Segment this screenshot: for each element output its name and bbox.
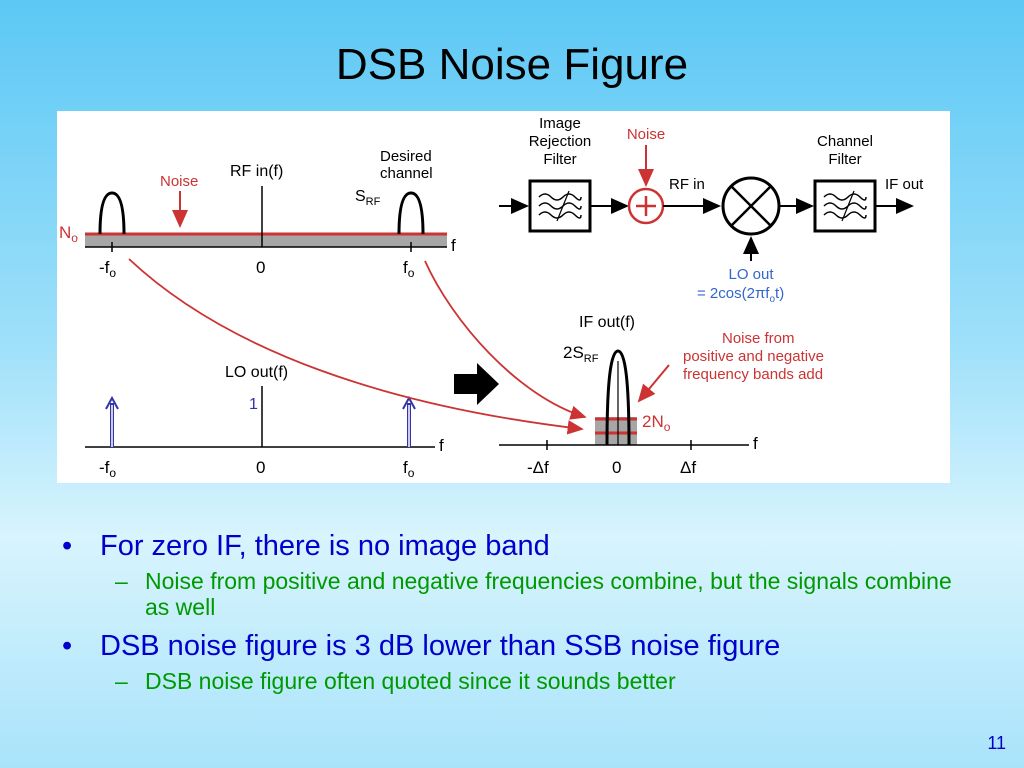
bullet-1: •For zero IF, there is no image band	[62, 530, 550, 562]
image-filter-label-1: Image	[539, 115, 581, 132]
noise-summer	[627, 187, 665, 225]
result-arrow	[454, 363, 499, 405]
rf-noise-label: Noise	[160, 173, 198, 190]
bullet-1-text: For zero IF, there is no image band	[100, 530, 550, 562]
no-label: No	[59, 223, 78, 245]
image-rejection-filter	[528, 179, 592, 233]
sub-bullet-1: –Noise from positive and negative freque…	[115, 568, 952, 620]
bullet-2: •DSB noise figure is 3 dB lower than SSB…	[62, 630, 781, 662]
block-rf-in-label: RF in	[669, 176, 705, 193]
channel-filter	[813, 179, 877, 233]
lo-spectrum: f LO out(f) 1 -fo 0 fo	[85, 364, 444, 480]
image-filter-label-3: Filter	[543, 151, 576, 168]
mapping-arrow-image	[128, 258, 584, 435]
block-if-out-label: IF out	[885, 176, 924, 193]
noise-floor-band	[85, 233, 447, 247]
lo-impulse-pos	[402, 395, 416, 447]
rf-axis-f: f	[451, 236, 456, 255]
lo-tick-fo: fo	[403, 458, 415, 480]
if-note-arrow	[637, 364, 670, 403]
figure-panel: f RF in(f) Noise Desired channel SRF No …	[57, 111, 950, 483]
lo-impulse-neg	[105, 395, 119, 447]
sub-bullet-1-text: Noise from positive and negative frequen…	[145, 568, 952, 620]
channel-filter-label-2: Filter	[828, 151, 861, 168]
if-noise-band	[595, 417, 637, 445]
if-tick-neg-df: -Δf	[527, 458, 549, 477]
bullet-list: •For zero IF, there is no image band –No…	[60, 528, 960, 702]
lo-axis-f: f	[439, 436, 444, 455]
if-signal-hump	[605, 349, 631, 446]
if-tick-df: Δf	[680, 458, 696, 477]
rf-tick-zero: 0	[256, 258, 265, 277]
bullet-2-text: DSB noise figure is 3 dB lower than SSB …	[100, 630, 781, 662]
image-filter-label-2: Rejection	[529, 133, 592, 150]
desired-channel-hump	[397, 191, 425, 235]
if-note-2: positive and negative	[683, 348, 824, 365]
desired-label-2: channel	[380, 165, 433, 182]
rf-in-label: RF in(f)	[230, 163, 283, 180]
if-note-3: frequency bands add	[683, 366, 823, 383]
desired-label-1: Desired	[380, 148, 432, 165]
sub-bullet-2: –DSB noise figure often quoted since it …	[115, 668, 676, 694]
rf-tick-fo: fo	[403, 258, 415, 280]
mapping-arrow-desired	[424, 260, 587, 420]
lo-tick-neg-fo: -fo	[99, 458, 116, 480]
channel-filter-label-1: Channel	[817, 133, 873, 150]
if-tick-zero: 0	[612, 458, 621, 477]
srf-label: SRF	[355, 188, 381, 208]
lo-one-label: 1	[249, 396, 258, 413]
lo-tick-zero: 0	[256, 458, 265, 477]
lo-out-label: LO out(f)	[225, 364, 288, 381]
lo-out-text-1: LO out	[728, 266, 774, 283]
rf-tick-neg-fo: -fo	[99, 258, 116, 280]
page-number: 11	[987, 733, 1006, 753]
rf-spectrum: f RF in(f) Noise Desired channel SRF No …	[59, 148, 456, 280]
if-axis-f: f	[753, 434, 758, 453]
diagram-svg: f RF in(f) Noise Desired channel SRF No …	[59, 115, 924, 480]
block-noise-label: Noise	[627, 126, 665, 143]
slide-title: DSB Noise Figure	[335, 40, 689, 89]
if-note-1: Noise from	[722, 330, 795, 347]
mixer	[721, 176, 781, 236]
sub-bullet-2-text: DSB noise figure often quoted since it s…	[145, 668, 676, 694]
if-spectrum: f IF out(f) 2SRF Noise from positive and…	[499, 314, 824, 477]
two-srf-label: 2SRF	[563, 343, 599, 365]
image-band-hump	[98, 191, 126, 235]
if-out-label: IF out(f)	[579, 314, 635, 331]
block-diagram: Image Rejection Filter Noise RF in	[499, 115, 924, 305]
two-no-label: 2No	[642, 412, 671, 434]
lo-out-text-2: = 2cos(2πfot)	[697, 285, 784, 305]
